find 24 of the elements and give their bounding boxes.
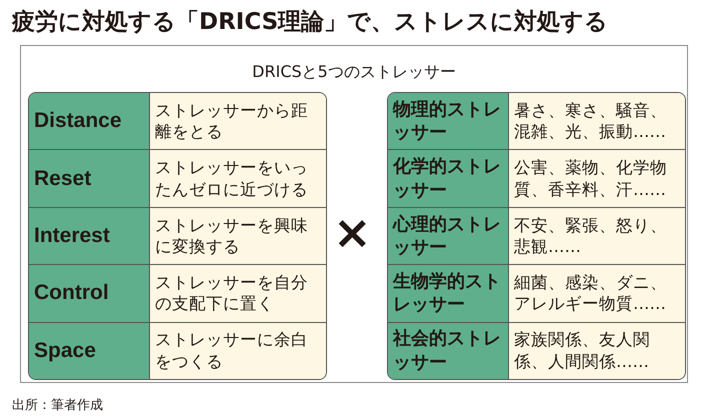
source-note: 出所：筆者作成 bbox=[12, 397, 103, 414]
heading: DRICSと5つのストレッサー bbox=[251, 62, 457, 83]
table-cell: 公害、薬物、化学物質、香辛料、汗…… bbox=[508, 150, 685, 208]
table-cell: ストレッサーをいったんゼロに近づける bbox=[150, 150, 326, 208]
table-cell: ストレッサーを興味に変換する bbox=[150, 207, 326, 265]
table-cell: 家族関係、友人関係、人間関係…… bbox=[508, 322, 685, 379]
header-cell: Interest bbox=[29, 207, 150, 265]
header-cell: Distance bbox=[29, 93, 150, 150]
table-cell: 不安、緊張、怒り、悲観…… bbox=[508, 207, 685, 265]
table-cell: ストレッサーから距離をとる bbox=[150, 93, 326, 150]
table-cell: ストレッサーに余白をつくる bbox=[150, 322, 326, 379]
header-cell: Space bbox=[29, 322, 150, 379]
header-cell: Control bbox=[29, 264, 150, 322]
header-cell: 化学的ストレッサー bbox=[388, 150, 508, 208]
header-cell: 心理的ストレッサー bbox=[388, 207, 508, 265]
multiply-sign: × bbox=[333, 205, 372, 259]
title: 疲労に対処する「DRICS理論」で、ストレスに対処する bbox=[12, 8, 608, 37]
table-cell: 細菌、感染、ダニ、アレルギー物質…… bbox=[508, 264, 685, 322]
header-cell: 社会的ストレッサー bbox=[388, 322, 508, 379]
header-cell: Reset bbox=[29, 150, 150, 208]
table-cell: 暑さ、寒さ、騒音、混雑、光、振動…… bbox=[508, 93, 685, 150]
table-cell: ストレッサーを自分の支配下に置く bbox=[150, 264, 326, 322]
header-cell: 物理的ストレッサー bbox=[388, 93, 508, 150]
header-cell: 生物学的ストレッサー bbox=[388, 264, 508, 322]
